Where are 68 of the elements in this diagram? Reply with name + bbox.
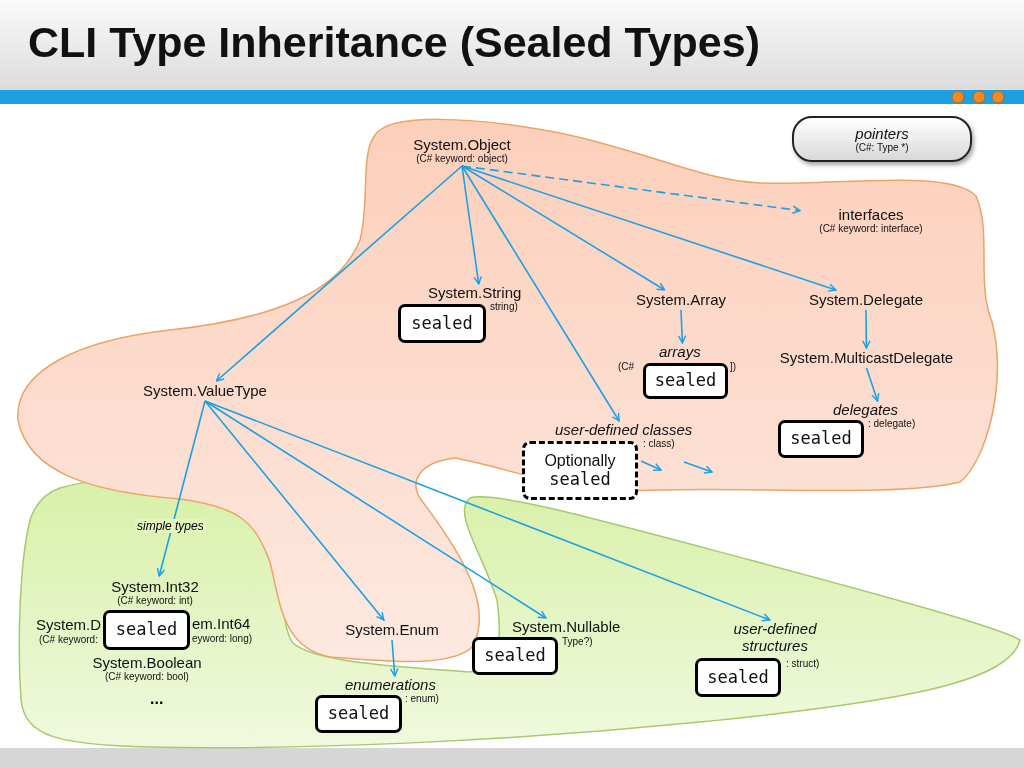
type-name: System.D [36,616,101,634]
sealed-label: sealed [707,667,769,688]
arrow [204,400,771,622]
sealed-badge [695,658,781,697]
sealed-label: sealed [549,469,611,490]
sealed-label: sealed [327,704,390,724]
type-name: System.Nullable [512,618,621,636]
keyword-note: Type?) [562,636,593,648]
arrow [204,400,547,619]
arrow [461,165,837,292]
type-name: System.Object [413,135,511,153]
keyword-note: (C# [618,361,635,373]
keyword-note: (C# keyword: interface) [819,222,923,235]
type-name: System.Delegate [808,291,924,309]
type-name: delegates [833,401,899,419]
type-name: System.Enum [345,621,439,639]
arrow [862,309,871,349]
type-name: System.ValueType [143,382,267,400]
type-name: enumerations [345,676,436,694]
keyword-note: : class) [643,438,675,450]
type-name: System.Array [636,291,726,309]
slide-title: CLI Type Inheritance (Sealed Types) [28,18,760,67]
sealed-label: sealed [115,620,178,640]
type-name: pointers [855,124,909,142]
keyword-note: ]) [730,361,737,373]
keyword-note: eyword: long) [192,633,253,645]
edge-label: simple types [135,519,206,533]
type-name: user-defined classes [555,421,693,439]
keyword-note: (C#: Type *) [855,141,909,154]
sealed-badge [315,695,402,733]
keyword-note: (C# keyword: object) [416,152,508,165]
type-name: System.Boolean [92,653,202,671]
keyword-note: (C# keyword: [39,634,98,646]
arrow [677,309,687,344]
arrow [461,165,666,291]
keyword-note: : enum) [405,693,439,705]
pointer-pill [792,116,972,162]
keyword-note: (C# keyword: int) [117,594,193,607]
dashed-arrow [461,165,801,214]
type-name: System.String [428,284,522,302]
arrow [204,400,385,621]
keyword-note: : delegate) [868,418,916,430]
type-name: user-defined structures [732,620,818,655]
keyword-note: (C# keyword: bool) [105,670,189,683]
type-name: System.MulticastDelegate [779,349,954,367]
sealed-badge [643,363,728,399]
sealed-label: sealed [790,429,852,449]
arrow [461,165,620,422]
sealed-badge [103,610,190,650]
keyword-note: : struct) [786,658,820,670]
sealed-badge [398,304,486,343]
arrow [389,639,399,677]
keyword-note: string) [490,301,518,313]
arrow [461,165,482,285]
note-text: Optionally [544,451,616,470]
type-name: interfaces [838,205,904,223]
arrow [156,400,206,577]
arrow [215,165,463,382]
sealed-label: sealed [484,646,546,666]
sealed-badge [472,637,558,675]
type-name: System.Int32 [111,577,199,595]
sealed-badge [778,420,864,458]
sealed-label: sealed [411,313,473,334]
arrow [865,367,880,402]
type-name: em.Int64 [192,615,251,633]
sealed-label: sealed [654,371,717,391]
ellipsis-text: ... [150,690,164,708]
type-name: arrays [659,343,701,361]
